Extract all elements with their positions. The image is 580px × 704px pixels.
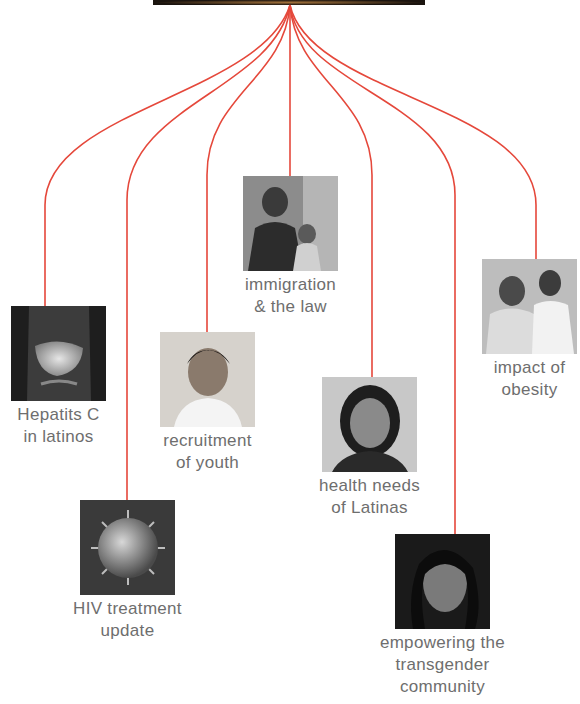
- photo-node: empowering the transgender community: [395, 534, 490, 629]
- caption: impact of obesity: [480, 357, 580, 401]
- photo-hiv: [80, 500, 175, 595]
- caption: HIV treatment update: [68, 598, 188, 642]
- caption-holder: empowering the transgender community: [376, 632, 510, 698]
- leader-line: [290, 5, 455, 534]
- photo-immigration: [243, 176, 338, 271]
- banner-image: [153, 0, 425, 5]
- photo-node: Hepatits C in latinos: [11, 306, 106, 401]
- photo-obesity: [482, 259, 577, 354]
- caption: immigration & the law: [241, 274, 341, 318]
- caption: Hepatits C in latinos: [11, 404, 106, 448]
- photo-recruitment: [160, 332, 255, 427]
- caption: recruitment of youth: [158, 430, 258, 474]
- caption-holder: immigration & the law: [241, 274, 341, 318]
- caption: empowering the transgender community: [376, 632, 510, 698]
- photo-transgender: [395, 534, 490, 629]
- photo-hepatitis: [11, 306, 106, 401]
- caption-holder: HIV treatment update: [68, 598, 188, 642]
- leader-lines: [45, 5, 536, 534]
- photo-node: immigration & the law: [243, 176, 338, 271]
- caption-holder: health needs of Latinas: [314, 475, 426, 519]
- caption-holder: Hepatits C in latinos: [11, 404, 106, 448]
- caption: health needs of Latinas: [314, 475, 426, 519]
- photo-node: impact of obesity: [482, 259, 577, 354]
- caption-holder: impact of obesity: [480, 357, 580, 401]
- photo-node: HIV treatment update: [80, 500, 175, 595]
- photo-node: health needs of Latinas: [322, 377, 417, 472]
- caption-holder: recruitment of youth: [158, 430, 258, 474]
- photo-node: recruitment of youth: [160, 332, 255, 427]
- photo-health: [322, 377, 417, 472]
- leader-line: [289, 5, 291, 176]
